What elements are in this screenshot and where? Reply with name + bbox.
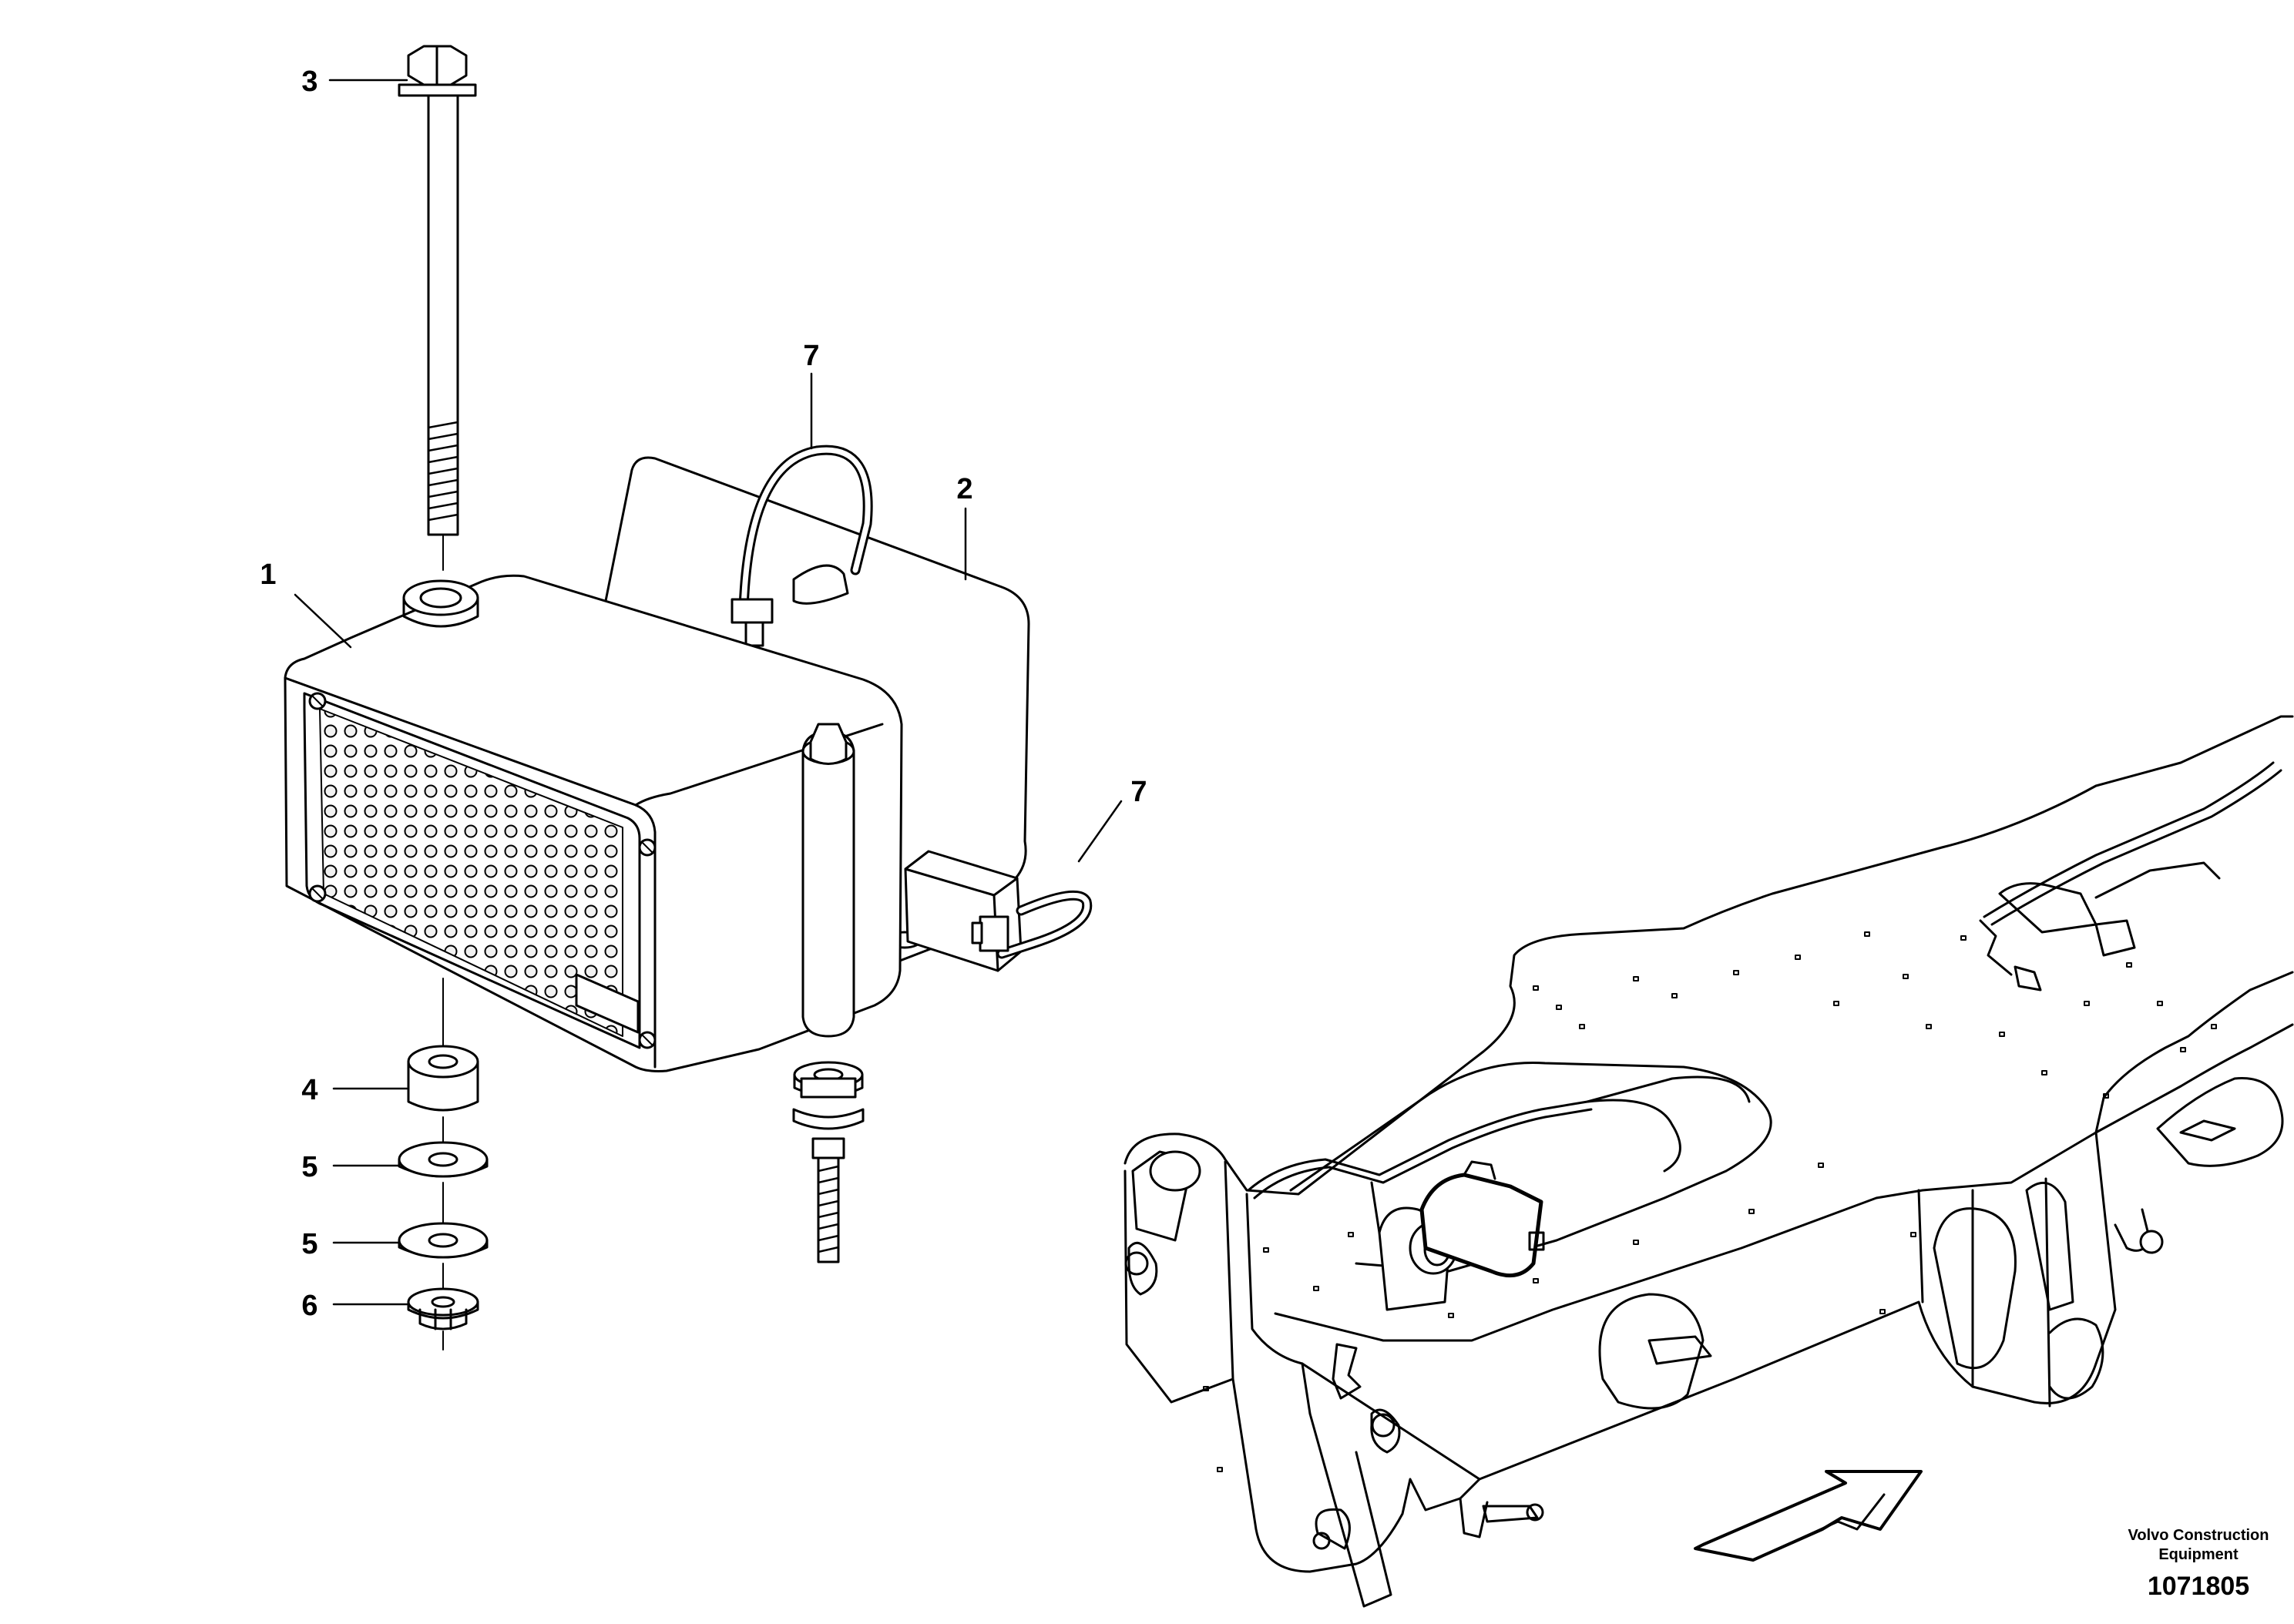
bolt-thread	[427, 421, 459, 522]
washer-part-5-upper	[398, 1141, 489, 1178]
callout-5-upper: 5	[301, 1151, 317, 1183]
callout-labels: 3 7 2 1 7 4 5 5 6	[260, 65, 1147, 1322]
callout-7-top: 7	[803, 340, 819, 372]
spacer-part-4	[407, 1045, 479, 1112]
brand-line-1: Volvo Construction	[2128, 1527, 2269, 1544]
brand-line-2: Equipment	[2158, 1546, 2239, 1563]
cable-tie-part-7-top	[731, 445, 873, 647]
cable-tie-part-7-right	[971, 890, 1093, 959]
callout-2: 2	[956, 473, 972, 505]
drawing-number: 1071805	[2148, 1572, 2249, 1601]
frame-bolt-holes	[1203, 931, 2217, 1472]
callout-4: 4	[301, 1074, 317, 1106]
machine-frame-location-view	[1123, 715, 2294, 1608]
bolt-part-3	[398, 45, 477, 571]
callout-5-lower: 5	[301, 1228, 317, 1260]
washer-part-5-lower	[398, 1222, 489, 1259]
alarm-housing-part-1	[284, 574, 1023, 1072]
callout-6: 6	[301, 1290, 317, 1322]
callout-3: 3	[301, 65, 317, 98]
callout-1: 1	[260, 559, 276, 591]
nut-part-6	[407, 1287, 479, 1330]
title-block: Volvo Construction Equipment 1071805	[2128, 1527, 2269, 1601]
mounting-stud	[792, 1061, 865, 1263]
direction-arrow	[1694, 1470, 1923, 1562]
leader-lines	[294, 79, 1123, 1306]
callout-7-right: 7	[1130, 776, 1147, 808]
